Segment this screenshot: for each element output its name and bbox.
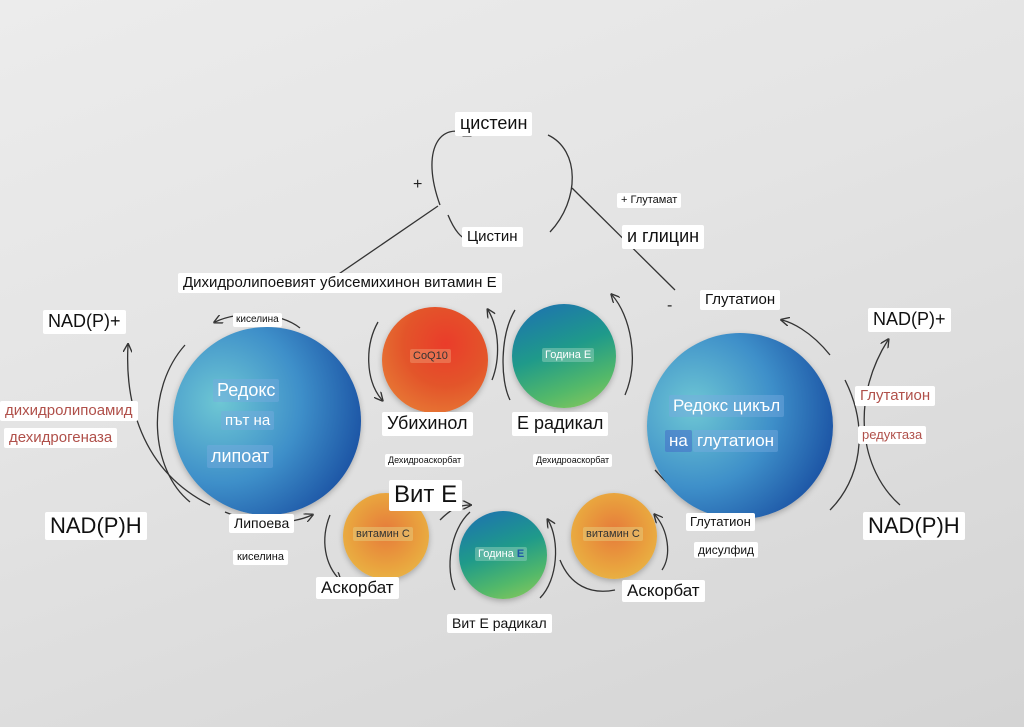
- enzyme-left-1: дихидролипоамид: [0, 401, 138, 421]
- enzyme-right-1: Глутатион: [855, 386, 936, 406]
- cysteine-cycle-arrow: [431, 131, 470, 206]
- vitc-left-label: витамин С: [353, 527, 413, 541]
- lipoic-label: Липоева: [229, 514, 295, 533]
- plus-sign-top: +: [413, 176, 423, 193]
- nadh-left: NAD(P)H: [45, 512, 147, 541]
- coq10-circle: CoQ10: [382, 307, 488, 413]
- nad-right-arc: [863, 340, 901, 506]
- ascorbate-right-label: Аскорбат: [622, 580, 705, 603]
- nad-plus-left: NAD(P)+: [43, 310, 126, 334]
- e-radical-label: Е радикал: [512, 412, 609, 436]
- year-e-ring-arrow-left: [502, 309, 516, 401]
- lipoate-redox-circle: Редокс път на липоат: [173, 327, 361, 515]
- glutathione-cycle-arrow-right: [829, 379, 860, 511]
- ascorbate-left-label: Аскорбат: [316, 577, 399, 600]
- glutathione-redox-circle: Редокс цикъл на глутатион: [647, 333, 833, 519]
- vitc-right-ring-top: [655, 515, 669, 571]
- glutathione-cycle-arrow-top: [782, 320, 831, 356]
- nad-left-arc: [128, 345, 211, 506]
- header-row-label: Дихидролипоевият убисемихинон витамин Е: [178, 273, 502, 293]
- diag-left-line: [329, 205, 439, 281]
- vitc-left-ring: [324, 514, 340, 580]
- year-e-bottom-ring: [449, 511, 471, 591]
- dehydroascorbate-right: Дехидроаскорбат: [533, 454, 613, 467]
- nad-plus-right: NAD(P)+: [868, 308, 951, 332]
- vit-e-label: Вит Е: [389, 480, 463, 511]
- coq10-ring-arrow-right: [488, 310, 499, 381]
- year-e-bottom-text: Година: [478, 548, 517, 560]
- year-e-bottom-circle: Година E: [459, 511, 547, 599]
- cystine-cycle-arrow: [547, 134, 573, 233]
- glutathione-disulfide-2: дисулфид: [694, 542, 759, 559]
- glutathione-disulfide-1: Глутатион: [686, 513, 755, 531]
- acid-top-label: киселина: [233, 313, 282, 327]
- year-e-bottom-ring-right: [539, 520, 557, 599]
- enzyme-right-2: редуктаза: [858, 426, 927, 444]
- coq10-ring-arrow: [368, 321, 382, 400]
- glutathione-line2a: на: [665, 430, 692, 452]
- glutathione-line1: Редокс цикъл: [669, 395, 785, 417]
- vitc-right-circle: витамин С: [571, 493, 657, 579]
- ubiquinol-label: Убихинол: [382, 412, 473, 436]
- year-e-ring-arrow: [612, 295, 633, 396]
- acid-bottom-label: киселина: [233, 550, 288, 566]
- vit-e-radical-label: Вит Е радикал: [447, 614, 552, 633]
- lipoate-cycle-arrow-left: [156, 344, 191, 503]
- dehydroascorbate-left: Дехидроаскорбат: [385, 454, 465, 467]
- nadh-right: NAD(P)H: [863, 512, 965, 541]
- plus-glutamate-label: + Глутамат: [617, 193, 682, 209]
- and-glycine-label: и глицин: [622, 225, 705, 249]
- lipoate-line3: липоат: [207, 445, 274, 468]
- year-e-top-label: Година Е: [542, 348, 595, 362]
- lipoate-line1: Редокс: [213, 379, 280, 402]
- coq10-label: CoQ10: [410, 349, 451, 363]
- vitc-right-label: витамин С: [583, 527, 643, 541]
- cysteine-label: цистеин: [455, 112, 533, 136]
- minus-sign-right: -: [667, 297, 673, 314]
- enzyme-left-2: дехидрогеназа: [4, 428, 118, 448]
- glutathione-line2b: глутатион: [693, 430, 779, 452]
- year-e-bottom-label: Година E: [475, 547, 528, 561]
- glutathione-label: Глутатион: [700, 290, 781, 310]
- year-e-top-circle: Година Е: [512, 304, 616, 408]
- cystine-label: Цистин: [462, 227, 523, 247]
- lipoate-line2: път на: [221, 411, 275, 430]
- year-e-bottom-letter: E: [516, 548, 525, 560]
- vitc-right-ring: [559, 559, 616, 592]
